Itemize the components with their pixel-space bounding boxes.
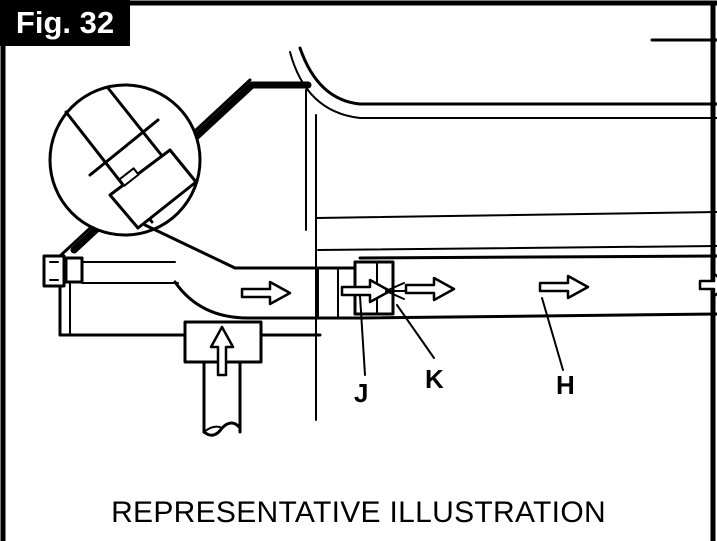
flow-arrow-icon: [240, 280, 292, 306]
flow-arrow-icon: [209, 325, 235, 377]
figure-number: Fig. 32: [0, 0, 130, 46]
callout-j: J: [354, 378, 369, 408]
leader-line-h: [541, 297, 564, 371]
figure-caption: REPRESENTATIVE ILLUSTRATION: [111, 496, 606, 529]
leader-line-k: [396, 304, 435, 359]
flow-arrow-icon: [538, 274, 590, 300]
flow-arrow-icon: [698, 272, 717, 298]
burner-tube: [353, 254, 717, 320]
control-knob-icon: [48, 83, 202, 237]
callout-k: K: [425, 364, 444, 394]
valve-stem: [42, 254, 179, 288]
orifice-spray: [385, 282, 407, 300]
grill-body: [289, 38, 717, 421]
flow-arrow-icon: [340, 278, 392, 304]
callout-h: H: [556, 370, 575, 400]
leader-line-j: [359, 295, 366, 376]
venturi-tube: [143, 223, 362, 320]
flow-arrow-icon: [404, 276, 456, 302]
